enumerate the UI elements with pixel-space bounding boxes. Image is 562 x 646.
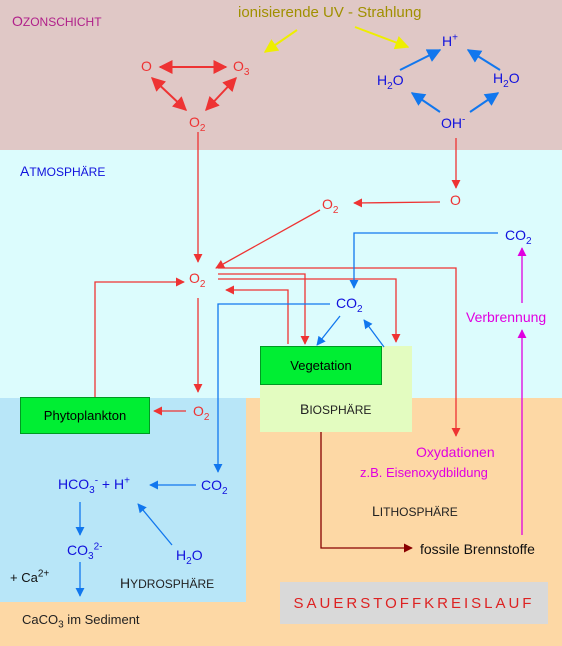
- phytoplankton-box: Phytoplankton: [20, 397, 150, 434]
- oh-to-h2o-arrow-left: [410, 92, 441, 113]
- diagram-title: SAUERSTOFFKREISLAUF: [280, 582, 548, 624]
- o2-ozone-layer: O2: [189, 114, 206, 134]
- carbonate-ion: CO32-: [67, 541, 103, 562]
- fossil-fuels-label: fossile Brennstoffe: [420, 541, 535, 557]
- h2o-to-hco3-arrow: [137, 503, 173, 546]
- co2-atmosphere: CO2: [336, 295, 363, 315]
- h2o-to-h-arrow-right: [466, 49, 501, 71]
- o2-atmosphere-central: O2: [189, 270, 206, 290]
- ozone-layer-label: OZONSCHICHT: [12, 13, 102, 29]
- h2o-ozone-left: H2O: [377, 72, 404, 92]
- hydroxide-ion: OH-: [441, 114, 466, 131]
- o3-o2-arrow: [205, 76, 237, 112]
- calcium-ion: + Ca2+: [10, 568, 50, 585]
- o2-to-biosphere-arrow: [218, 278, 401, 343]
- hydrosphere-label: HYDROSPHÄRE: [120, 575, 215, 591]
- atmosphere-label: ATMOSPHÄRE: [20, 163, 106, 179]
- biosphere-label: BIOSPHÄRE: [300, 401, 372, 417]
- co2-combustion: CO2: [505, 227, 532, 247]
- atomic-oxygen-atmos: O: [450, 192, 461, 208]
- o2-atmosphere-upper: O2: [322, 196, 339, 216]
- bicarbonate-ion: HCO3- + H+: [58, 475, 130, 496]
- lithosphere-label: LITHOSPHÄRE: [372, 503, 458, 519]
- o-to-o2-arrow: [353, 198, 441, 208]
- oxydationen-label: Oxydationen: [416, 444, 495, 460]
- o2-to-vegetation-arrow: [218, 273, 310, 345]
- hydrogen-ion: H+: [442, 32, 458, 49]
- oh-to-h2o-arrow-right: [469, 92, 500, 113]
- biosphere-to-fossil-arrow: [320, 432, 413, 553]
- o-o2-arrow: [150, 77, 188, 111]
- ozone-layer-zone: [0, 0, 562, 150]
- vegetation-to-co2-arrow: [363, 319, 385, 348]
- ozone-o3: O3: [233, 58, 250, 78]
- h2o-to-h-arrow-left: [399, 49, 442, 71]
- h2o-hydrosphere: H2O: [176, 547, 203, 567]
- atomic-oxygen-ozone: O: [141, 58, 152, 74]
- verbrennung-label: Verbrennung: [466, 309, 547, 325]
- vegetation-box: Vegetation: [260, 346, 382, 385]
- co2-to-co2-water-arrow: [213, 303, 330, 473]
- caco3-sediment-label: CaCO3 im Sediment: [22, 612, 140, 631]
- o2-atmos-to-o2-arrow: [215, 209, 321, 269]
- uv-arrow-right: [354, 26, 410, 50]
- o2-hydrosphere: O2: [193, 403, 210, 423]
- eisenoxyd-label: z.B. Eisenoxydbildung: [360, 465, 488, 480]
- vegetation-to-o2-arrow: [225, 285, 289, 344]
- co2-combustion-to-co2-arrow: [349, 232, 498, 289]
- o2-to-oxydationen-arrow: [218, 267, 461, 437]
- uv-radiation-label: ionisierende UV - Strahlung: [238, 4, 422, 21]
- uv-arrow-left: [263, 29, 298, 53]
- phyto-to-o2-arrow: [94, 277, 185, 398]
- co2-hydrosphere: CO2: [201, 477, 228, 497]
- h2o-ozone-right: H2O: [493, 70, 520, 90]
- co2-to-vegetation-arrow: [316, 315, 341, 346]
